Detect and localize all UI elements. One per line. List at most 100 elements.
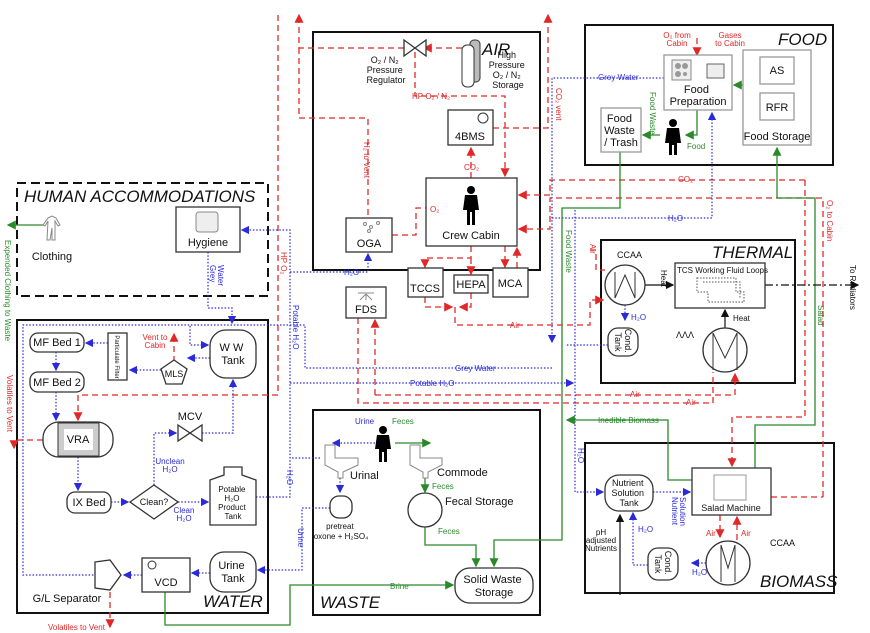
co2-main-label: CO₂ xyxy=(678,175,693,184)
crew-cabin-label: Crew Cabin xyxy=(442,230,499,242)
h2o-main-label: H₂O xyxy=(668,214,683,223)
biomass-ccaa-label: CCAA xyxy=(770,538,795,548)
thermal-cond-tank xyxy=(607,327,639,357)
air-1-label: Air xyxy=(630,390,640,399)
ix-bed-label: IX Bed xyxy=(72,497,105,509)
h2o-ccaa-label: H₂O xyxy=(692,568,707,577)
urinal-label: Urinal xyxy=(350,470,379,482)
clothing-label: Clothing xyxy=(32,251,72,263)
coil-icon xyxy=(712,332,738,370)
clean-decision-diamond xyxy=(128,484,180,520)
ww-tank xyxy=(209,329,257,379)
air-tccs-label: Air xyxy=(510,321,520,330)
gas-tank-icon xyxy=(461,39,481,88)
thermal-subsystem-box xyxy=(600,239,796,384)
thermal-heat-exchanger xyxy=(702,327,748,373)
mls-pentagon xyxy=(160,359,188,385)
potable-h2o-vertical-label: Potable H₂O xyxy=(291,305,300,349)
grey-water-food-label: Grey Water xyxy=(598,73,639,82)
particulate-filter-label: Particulate Filter xyxy=(113,335,119,378)
vcd-label: VCD xyxy=(154,577,177,589)
urine-tank xyxy=(209,551,257,593)
tcs-loops-label: TCS Working Fluid Loops xyxy=(677,266,768,275)
food-waste-down-label: Food Waste xyxy=(564,230,573,273)
fds-label: FDS xyxy=(355,304,377,316)
thermal-ccaa-heat-exchanger xyxy=(604,264,646,306)
mcv-label: MCV xyxy=(178,411,203,423)
air-salad-up-label: Air xyxy=(741,529,751,538)
thermal-title: THERMAL xyxy=(712,243,793,262)
pressure-regulator-label: O₂ / N₂ Pressure Regulator xyxy=(366,55,405,85)
co2-vent-label: CO₂ vent xyxy=(554,88,563,121)
oven-icon xyxy=(706,63,725,79)
fecal-storage-label: Fecal Storage xyxy=(445,496,513,508)
h2o-oga-label: H₂O xyxy=(344,268,359,277)
mcv-valve xyxy=(177,423,203,443)
potable-tank xyxy=(209,466,257,526)
commode-icon xyxy=(409,444,443,479)
growth-chamber-icon xyxy=(713,474,747,501)
thermal-cond-tank-label: Cond. Tank xyxy=(613,329,633,356)
food-storage-label: Food Storage xyxy=(744,131,811,143)
4bms-box xyxy=(447,109,494,146)
hp-o2-vertical-label: HP O₂ xyxy=(279,252,288,275)
heat-flow-lines xyxy=(615,280,860,595)
thermal-ccaa-label: CCAA xyxy=(617,250,642,260)
aaa-label: ΛΛΛ xyxy=(676,330,694,340)
nutrient-solution-tank xyxy=(604,474,654,512)
mf-bed-2-label: MF Bed 2 xyxy=(33,377,81,389)
food-waste-box xyxy=(600,107,642,153)
mca-label: MCA xyxy=(498,278,523,290)
salad-label: Salad xyxy=(816,305,825,325)
waste-title: WASTE xyxy=(320,593,381,612)
diner-person-icon xyxy=(665,119,681,155)
fds-box xyxy=(345,286,387,319)
mf-bed-1-label: MF Bed 1 xyxy=(33,337,81,349)
coil-icon xyxy=(614,272,636,299)
gl-separator-label: G/L Separator xyxy=(33,593,102,605)
food-waste-label: Food Waste / Trash xyxy=(604,113,638,149)
feces-storage-label: Feces xyxy=(438,527,460,536)
food-subsystem-box xyxy=(584,24,834,166)
mf-bed-2-box xyxy=(29,371,85,393)
co2-bms-label: CO₂ xyxy=(464,163,479,172)
fecal-storage-tank xyxy=(407,492,443,528)
biomass-subsystem-box xyxy=(584,442,835,594)
h2o-cond-label: H₂O xyxy=(631,313,646,322)
air-title: AIR xyxy=(481,40,510,59)
h2o-biomass-label: H₂O xyxy=(576,448,585,463)
food-label: Food xyxy=(687,142,705,151)
biomass-cond-tank-label: Cond. Tank xyxy=(653,551,673,578)
pressure-regulator-valve xyxy=(403,38,427,58)
rfr-label: RFR xyxy=(766,102,789,114)
oga-label: OGA xyxy=(357,238,382,250)
hygiene-label: Hygiene xyxy=(188,237,228,249)
hp-o2-n2-label: HP O₂ / N₂ xyxy=(412,92,450,101)
rfr-box xyxy=(759,92,795,121)
solid-waste-label: Solid Waste Storage xyxy=(463,574,524,599)
tccs-label: TCCS xyxy=(410,283,440,295)
smoke-detector-icon xyxy=(358,292,374,301)
inedible-biomass-label: Inedible Biomass xyxy=(598,416,659,425)
hp-storage-label: High Pressure O₂ / N₂ Storage xyxy=(489,50,528,90)
ww-tank-label: W W Tank xyxy=(220,342,247,367)
urine-top-label: Urine xyxy=(355,417,375,426)
volatiles-left-label: Volatiles to Vent xyxy=(5,375,14,433)
fluid-loops-icon xyxy=(696,277,745,303)
oga-box xyxy=(345,217,393,253)
h2o-water-right-label: H₂O xyxy=(285,470,294,485)
bubbles-icon xyxy=(363,221,380,233)
gl-separator-pentagon xyxy=(94,559,122,591)
o2-cabin-label: O₂ xyxy=(430,205,439,214)
grey-water-hygiene-label: GreyWater xyxy=(208,265,225,286)
tcs-loops-box xyxy=(674,262,766,309)
biomass-title: BIOMASS xyxy=(760,572,838,591)
flow-labels: HP O₂ / N₂ H₂ to Vent CO₂ vent CO₂ O₂ H₂… xyxy=(3,31,857,632)
urine-tank-label: Urine Tank xyxy=(218,560,247,585)
mls-label: MLS xyxy=(165,369,184,379)
stove-icon xyxy=(671,59,692,81)
